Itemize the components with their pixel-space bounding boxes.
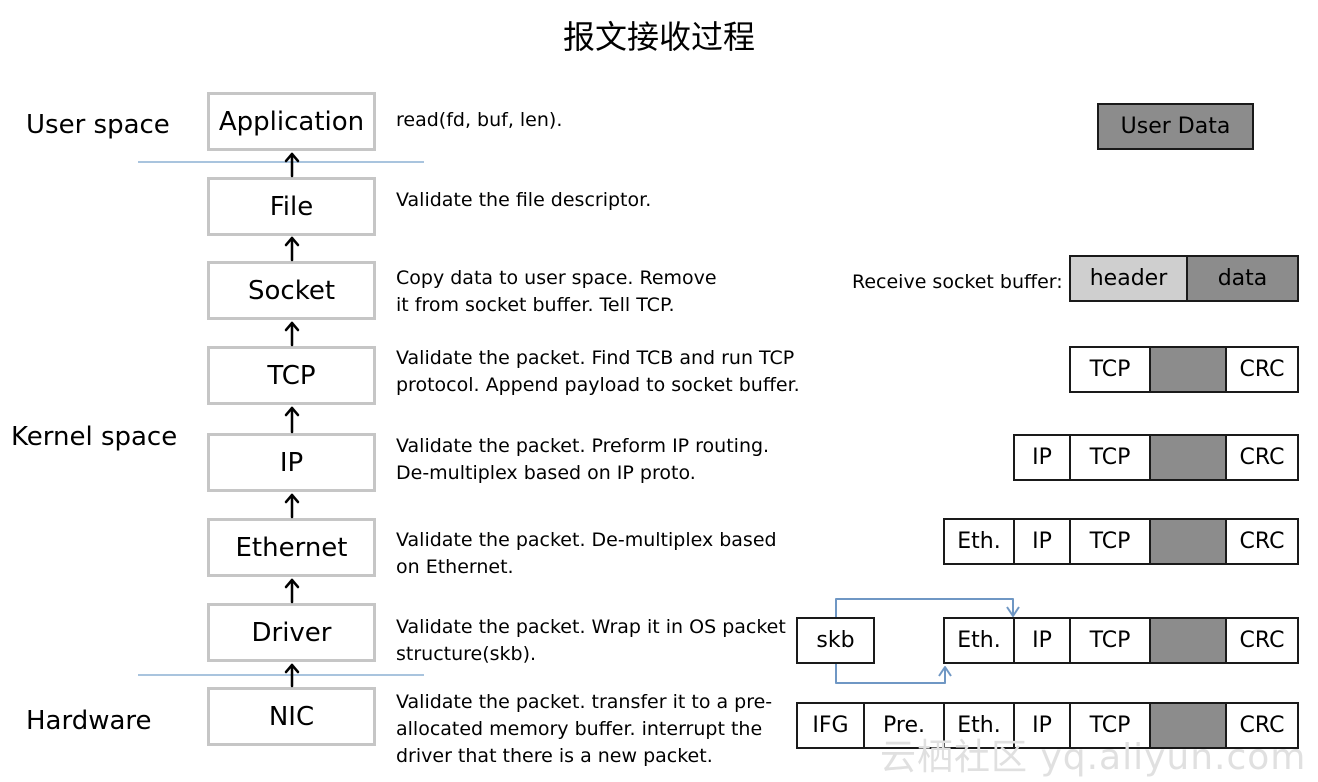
tcp-header-cell: TCP — [1069, 346, 1151, 393]
desc-file: Validate the file descriptor. — [396, 187, 651, 214]
user-space-label: User space — [26, 110, 170, 140]
desc-line: on Ethernet. — [396, 556, 514, 578]
user-data-block: User Data — [1097, 103, 1254, 150]
layer-tcp: TCP — [207, 346, 376, 405]
layer-socket: Socket — [207, 261, 376, 320]
watermark: 云栖社区 yq.aliyun.com — [880, 737, 1307, 778]
socket-buffer-header: header — [1069, 255, 1188, 302]
desc-line: Validate the packet. Find TCB and run TC… — [396, 347, 795, 369]
desc-ethernet: Validate the packet. De-multiplex based … — [396, 527, 777, 581]
hardware-label: Hardware — [26, 706, 152, 736]
layer-ip: IP — [207, 433, 376, 492]
payload-cell — [1149, 518, 1227, 565]
ip-header-cell: IP — [1013, 617, 1071, 664]
user-kernel-separator — [138, 161, 424, 163]
tcp-header-cell: TCP — [1069, 518, 1151, 565]
layer-application: Application — [207, 92, 376, 151]
crc-cell: CRC — [1225, 346, 1299, 393]
desc-line: structure(skb). — [396, 643, 537, 665]
desc-line: Validate the packet. De-multiplex based — [396, 529, 777, 551]
up-arrow-icon — [284, 493, 300, 519]
desc-socket: Copy data to user space. Remove it from … — [396, 265, 717, 319]
desc-line: Validate the packet. Wrap it in OS packe… — [396, 616, 786, 638]
up-arrow-icon — [284, 663, 300, 688]
layer-file: File — [207, 177, 376, 236]
up-arrow-icon — [284, 321, 300, 347]
desc-line: Validate the packet. Preform IP routing. — [396, 435, 770, 457]
skb-cell: skb — [796, 617, 875, 664]
ip-header-cell: IP — [1013, 518, 1071, 565]
desc-nic: Validate the packet. transfer it to a pr… — [396, 689, 772, 770]
up-arrow-icon — [284, 406, 300, 434]
desc-tcp: Validate the packet. Find TCB and run TC… — [396, 345, 800, 399]
payload-cell — [1149, 617, 1227, 664]
up-arrow-icon — [284, 578, 300, 604]
layer-ethernet: Ethernet — [207, 518, 376, 577]
skb-pointer-arrow-icon — [835, 663, 952, 684]
kernel-space-label: Kernel space — [11, 422, 178, 452]
desc-line: it from socket buffer. Tell TCP. — [396, 294, 675, 316]
desc-line: Validate the file descriptor. — [396, 189, 652, 211]
eth-header-cell: Eth. — [943, 617, 1015, 664]
desc-ip: Validate the packet. Preform IP routing.… — [396, 433, 769, 487]
up-arrow-icon — [284, 236, 300, 262]
desc-driver: Validate the packet. Wrap it in OS packe… — [396, 614, 786, 668]
receive-socket-buffer-label: Receive socket buffer: — [852, 271, 1063, 293]
payload-cell — [1149, 434, 1227, 481]
layer-driver: Driver — [207, 603, 376, 662]
crc-cell: CRC — [1225, 702, 1299, 749]
page-title: 报文接收过程 — [562, 18, 755, 56]
tcp-header-cell: TCP — [1069, 702, 1151, 749]
layer-nic: NIC — [207, 687, 376, 746]
ifg-cell: IFG — [796, 702, 865, 749]
desc-line: read(fd, buf, len). — [396, 109, 563, 131]
desc-line: protocol. Append payload to socket buffe… — [396, 374, 800, 396]
desc-line: Validate the packet. transfer it to a pr… — [396, 691, 773, 713]
crc-cell: CRC — [1225, 617, 1299, 664]
desc-line: Copy data to user space. Remove — [396, 267, 717, 289]
desc-line: allocated memory buffer. interrupt the — [396, 718, 763, 740]
desc-line: De-multiplex based on IP proto. — [396, 462, 696, 484]
socket-buffer-data: data — [1186, 255, 1299, 302]
desc-line: driver that there is a new packet. — [396, 745, 713, 767]
crc-cell: CRC — [1225, 518, 1299, 565]
up-arrow-icon — [284, 152, 300, 178]
tcp-header-cell: TCP — [1069, 617, 1151, 664]
tcp-header-cell: TCP — [1069, 434, 1151, 481]
ip-header-cell: IP — [1013, 434, 1071, 481]
eth-header-cell: Eth. — [943, 702, 1015, 749]
crc-cell: CRC — [1225, 434, 1299, 481]
skb-pointer-arrow-icon — [835, 598, 1020, 617]
payload-cell — [1149, 346, 1227, 393]
desc-application: read(fd, buf, len). — [396, 107, 562, 134]
kernel-hardware-separator — [138, 674, 424, 676]
eth-header-cell: Eth. — [943, 518, 1015, 565]
